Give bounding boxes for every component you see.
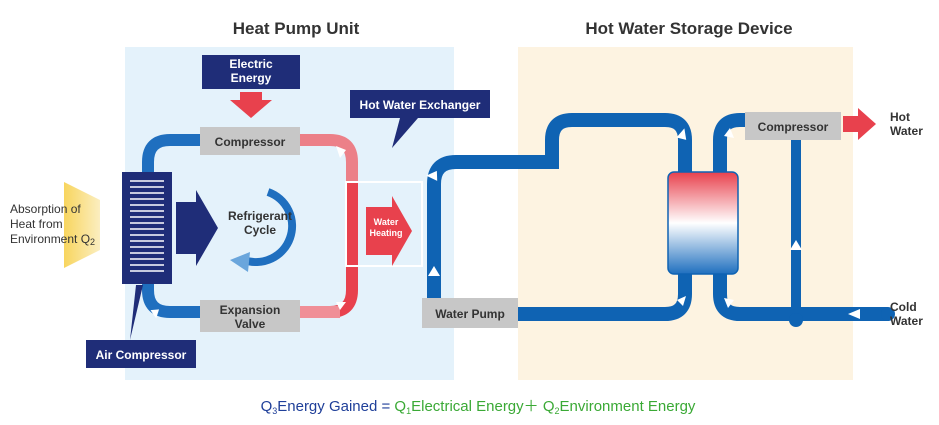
electric-energy-label-2: Energy <box>231 71 272 85</box>
compressor-label: Compressor <box>215 135 286 149</box>
flow-arrow <box>336 146 346 158</box>
flow-arrow <box>150 309 160 319</box>
water-pipe-top-outlet <box>713 113 745 172</box>
hot-water-label-2: Water <box>890 124 923 138</box>
absorption-label-line1: Absorption of <box>10 202 81 216</box>
expansion-valve-label-1: Expansion <box>220 303 281 317</box>
air-compressor-callout-pointer <box>130 285 143 340</box>
hot-water-label-1: Hot <box>890 110 910 124</box>
water-pipe-return <box>466 274 692 321</box>
energy-formula: Q3Energy Gained = Q1Electrical Energy＋ Q… <box>261 398 696 416</box>
flow-arrow <box>790 240 802 250</box>
water-heating-arrow <box>366 196 412 266</box>
refrigerant-pipe-bottom-left <box>142 280 200 318</box>
refrigerant-pipe-top-right <box>300 134 358 182</box>
expansion-valve-box <box>200 300 300 332</box>
water-pipe-cold-inlet <box>713 274 888 321</box>
heat-pump-title: Heat Pump Unit <box>233 19 360 38</box>
air-compressor-fins <box>122 172 172 284</box>
storage-title: Hot Water Storage Device <box>585 19 792 38</box>
storage-compressor-box <box>745 112 841 140</box>
flow-arrow <box>724 128 734 138</box>
water-pipe-hot-route <box>427 113 692 300</box>
electric-energy-arrow <box>230 92 272 118</box>
flow-arrow <box>428 266 440 276</box>
storage-tank <box>667 171 739 275</box>
heat-absorption-arrow <box>176 190 218 266</box>
hot-water-exchanger-label: Hot Water Exchanger <box>360 98 481 112</box>
cold-inlet-cap <box>881 307 895 321</box>
exchanger-frame <box>345 181 423 267</box>
refrigerant-pipe-top-left <box>142 134 200 190</box>
expansion-valve-label-2: Valve <box>235 317 266 331</box>
cold-water-label-1: Cold <box>890 300 917 314</box>
flow-arrow <box>724 298 734 308</box>
storage-compressor-label: Compressor <box>758 120 829 134</box>
refrigerant-cycle-label-1: Refrigerant <box>228 209 292 223</box>
hot-water-outlet-arrow <box>843 108 876 140</box>
refrigerant-cycle-arrow <box>242 188 297 266</box>
absorption-label-line3: Environment Q2 <box>10 232 95 247</box>
flow-arrow <box>848 309 860 319</box>
water-heating-label-2: Heating <box>369 228 402 238</box>
electric-energy-label-1: Electric <box>229 57 273 71</box>
absorption-label-line2: Heat from <box>10 217 63 231</box>
air-compressor-label-box <box>86 340 196 368</box>
compressor-box <box>200 127 300 155</box>
air-compressor-label: Air Compressor <box>96 348 187 362</box>
refrigerant-cycle-label-2: Cycle <box>244 223 276 237</box>
flow-arrow <box>677 296 686 306</box>
water-pump-label: Water Pump <box>435 307 505 321</box>
water-pump-box <box>422 298 518 328</box>
hot-water-exchanger-label-box <box>350 90 490 118</box>
electric-energy-label-box <box>202 55 300 89</box>
absorption-wedge <box>64 182 100 268</box>
flow-arrow <box>676 128 687 140</box>
hot-water-exchanger-pointer <box>392 118 418 148</box>
bypass-joint <box>789 313 803 327</box>
water-heating-label-1: Water <box>374 217 399 227</box>
flow-arrow <box>426 170 438 181</box>
cold-water-label-2: Water <box>890 314 923 328</box>
flow-arrow <box>336 302 346 310</box>
fin-lines <box>130 180 164 272</box>
refrigerant-cycle-arrowhead <box>230 252 250 272</box>
